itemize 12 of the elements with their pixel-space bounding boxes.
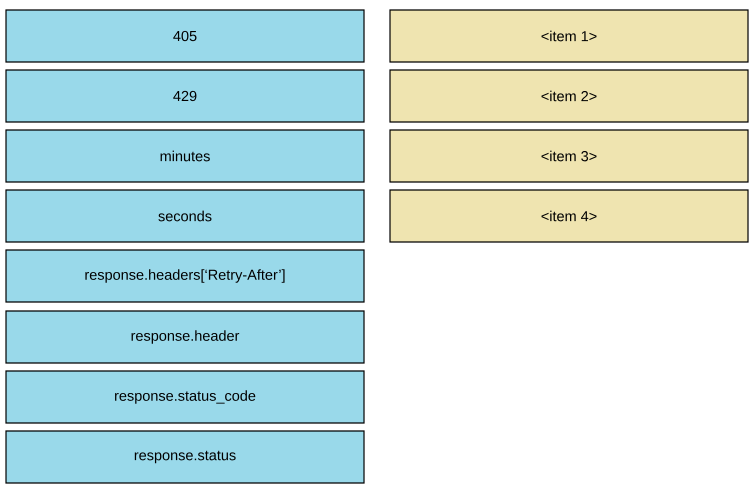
option-box: response.headers[‘Retry-After’]	[5, 249, 365, 303]
option-box: response.status_code	[5, 370, 365, 424]
drop-target-box: <item 2>	[389, 69, 749, 123]
option-box: response.header	[5, 310, 365, 364]
option-box: response.status	[5, 430, 365, 484]
drop-target-box: <item 4>	[389, 189, 749, 243]
option-box: minutes	[5, 129, 365, 183]
option-box: 405	[5, 9, 365, 63]
option-box: seconds	[5, 189, 365, 243]
option-box: 429	[5, 69, 365, 123]
drop-target-box: <item 1>	[389, 9, 749, 63]
drop-target-box: <item 3>	[389, 129, 749, 183]
